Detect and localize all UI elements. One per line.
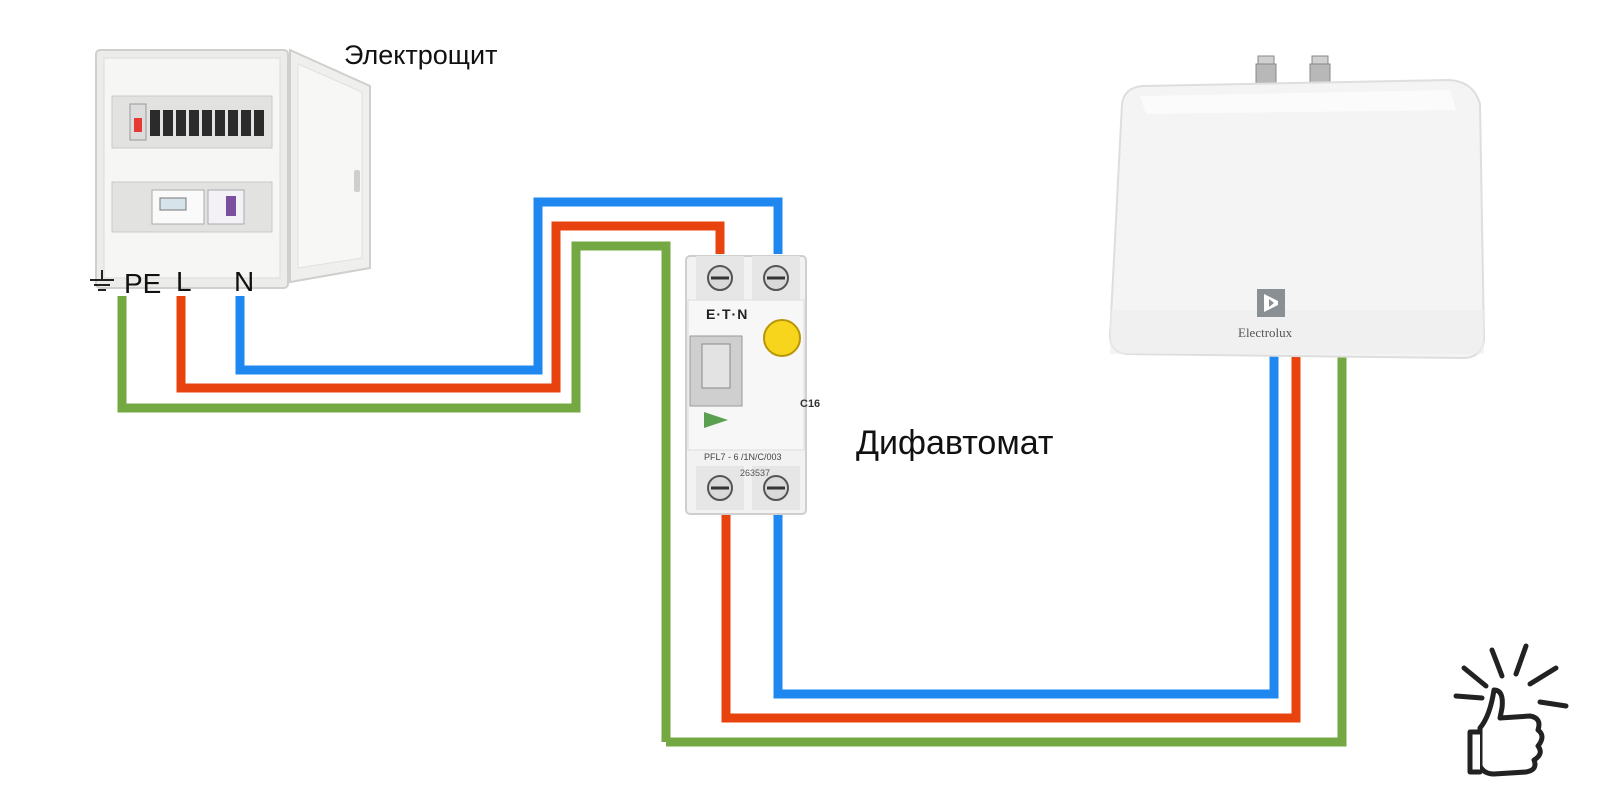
rcbo-device bbox=[685, 255, 807, 515]
electrical-panel bbox=[95, 48, 371, 289]
rcbo-rating: C16 bbox=[800, 398, 821, 410]
water-heater bbox=[1108, 55, 1486, 360]
rcbo-article: 263537 bbox=[740, 468, 771, 478]
thumbs-up-icon bbox=[1453, 643, 1569, 777]
wires bbox=[117, 197, 1347, 747]
terminal-label-pe: PE bbox=[124, 268, 162, 299]
wire-phase-panel-to-rcbo bbox=[176, 221, 725, 393]
wire-neutral-rcbo-to-heater bbox=[773, 352, 1279, 699]
wire-phase-rcbo-to-heater bbox=[721, 352, 1301, 723]
ground-icon bbox=[90, 270, 114, 291]
wire-earth-to-heater bbox=[666, 352, 1347, 747]
terminal-label-n: N bbox=[234, 266, 255, 297]
heater-brand: Electrolux bbox=[1238, 325, 1293, 340]
wire-neutral-panel-to-rcbo bbox=[235, 197, 783, 375]
rcbo-model: PFL7 - 6 /1N/C/003 bbox=[704, 452, 782, 462]
wire-earth-panel-to-rcbo bbox=[117, 241, 671, 742]
rcbo-brand: E·T·N bbox=[706, 306, 749, 322]
terminal-label-l: L bbox=[176, 266, 192, 297]
electrolux-logo-icon bbox=[1257, 289, 1285, 317]
panel-title: Электрощит bbox=[344, 40, 498, 70]
rcbo-title: Дифавтомат bbox=[856, 424, 1054, 462]
